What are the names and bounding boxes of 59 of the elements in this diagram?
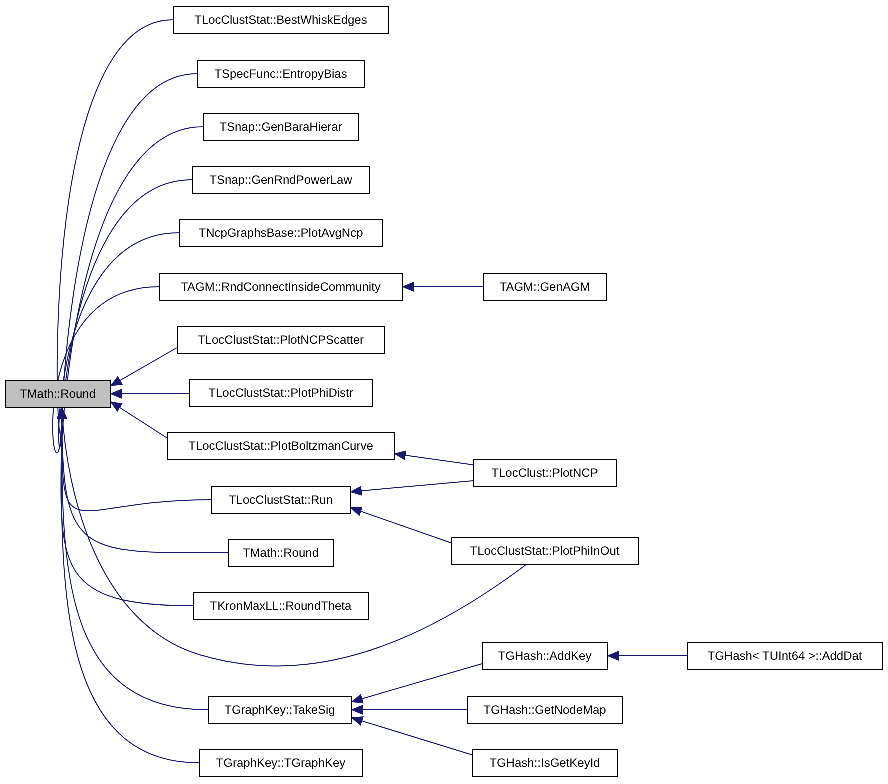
arrow [607,651,688,661]
function-name: TAGM::GenAGM [500,281,590,293]
function-name: TLocClustStat::PlotBoltzmanCurve [188,440,374,452]
function-name: TGraphKey::TGraphKey [216,757,346,769]
function-box [687,642,883,670]
function-box [197,60,365,88]
function-name: TLocClustStat::BestWhiskEdges [194,14,368,26]
function-name: TNcpGraphsBase::PlotAvgNcp [198,227,364,239]
arrow [58,407,527,667]
arrow [351,716,472,756]
function-name: TMath::Round [20,388,96,400]
function-name: TLocClustStat::PlotPhiInOut [470,545,620,557]
arrow [110,348,178,386]
arrow [350,480,474,496]
function-name: TKronMaxLL::RoundTheta [210,600,352,612]
function-box [228,539,334,567]
function-name: TLocClustStat::PlotPhiDistr [208,387,354,399]
function-box [179,219,383,247]
function-name: TLocClustStat::PlotNCPScatter [198,334,364,346]
function-box [467,696,623,724]
function-box [211,486,351,514]
function-name: TGHash< TUInt64 >::AddDat [708,650,862,662]
function-box [473,459,617,487]
function-box [5,380,111,408]
function-name: TGHash::IsGetKeyId [490,757,600,769]
function-box [189,379,373,407]
arrow [350,506,452,544]
function-box [208,696,352,724]
function-name: TSnap::GenRndPowerLaw [210,174,352,186]
function-name: TGHash::GetNodeMap [484,704,606,716]
function-box [177,326,385,354]
function-box [167,432,395,460]
function-box [483,273,607,301]
arrow [56,232,180,448]
arrow [394,450,474,466]
function-name: TAGM::RndConnectInsideCommunity [181,281,381,293]
function-name: TLocClust::PlotNCP [492,467,598,479]
arrow [351,664,482,704]
function-box [482,642,608,670]
function-name: TMath::Round [242,547,320,559]
function-name: TGraphKey::TakeSig [224,704,336,716]
function-box [203,113,359,141]
arrow [52,286,160,453]
function-box [472,749,618,777]
arrow [402,282,484,292]
function-name: TGHash::AddKey [498,650,592,662]
function-box [199,749,363,777]
function-name: TSpecFunc::EntropyBias [214,68,348,80]
function-box [173,6,389,34]
function-name: TSnap::GenBaraHierar [220,121,342,133]
function-box [159,273,403,301]
function-box [193,592,369,620]
function-box [451,537,639,565]
function-name: TLocClustStat::Run [228,494,334,506]
arrow [56,20,174,432]
function-box [192,166,370,194]
arrow [351,705,468,715]
arrow [110,401,168,438]
arrow [110,389,190,399]
